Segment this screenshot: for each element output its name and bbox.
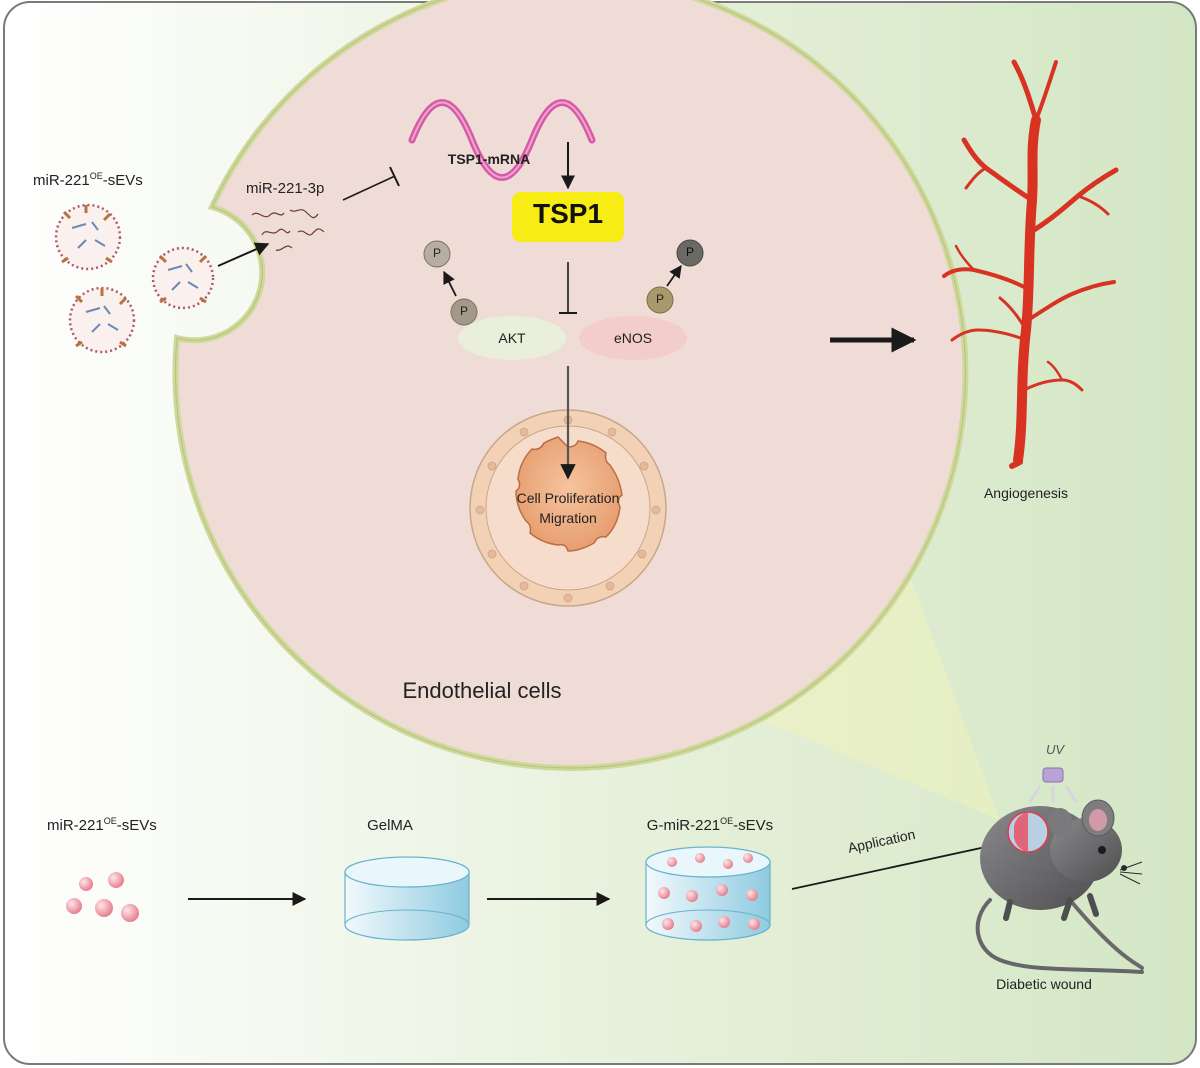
mirna-strands [251,209,325,251]
nucleus-label-line1: Cell Proliferation [516,490,620,506]
mirna-inhibit-bar [389,166,400,187]
mrna-label: TSP1-mRNA [447,151,531,167]
angiogenesis-label: Angiogenesis [983,485,1069,501]
phosphate-right-top [676,239,704,267]
diabetic-wound-label: Diabetic wound [996,976,1092,992]
sev-vesicle-1 [54,203,122,271]
mirna-inhibit-line [342,175,396,201]
endothelial-cells-label: Endothelial cells [402,678,562,703]
sev-vesicle-entering [151,246,215,310]
uv-lamp [1028,767,1078,803]
phospho-arrow-right [666,264,682,287]
phosphate-left-top-label: P [432,246,442,260]
g-sevs-label: G-miR-221OE-sEVs [646,816,774,835]
mouse [975,799,1144,974]
phosphate-left-bottom-label: P [459,304,469,318]
endothelial-cell [172,0,969,771]
phospho-arrow-left [443,270,457,297]
phosphate-right-top-label: P [685,245,695,259]
gelma-cylinder [344,856,470,941]
akt-oval [458,316,566,360]
g-sevs-cylinder [645,846,771,941]
sevs-bottom-label: miR-221OE-sEVs [47,816,157,835]
embedded-sevs [658,853,760,932]
phosphate-right-bottom-label: P [655,292,665,306]
application-arrow [791,836,1020,890]
mirna-label: miR-221-3p [246,180,325,197]
tsp1-label: TSP1 [532,198,604,229]
sevs-top-label: miR-221OE-sEVs [33,171,143,190]
blood-vessel [942,59,1119,469]
uptake-arrow [217,242,270,267]
tsp1-mrna-wave-highlight [411,101,593,179]
enos-oval [579,316,687,360]
nucleus [469,409,667,607]
sev-spheres [66,872,139,922]
enos-label: eNOS [613,330,653,346]
uv-label: UV [1046,742,1065,757]
gelma-label: GelMA [367,817,413,834]
tsp1-box [512,192,624,242]
phosphate-right-bottom [646,286,674,314]
phosphate-left-bottom [450,298,478,326]
sev-vesicles [54,203,215,354]
nucleus-label-line2: Migration [539,510,597,526]
phosphate-left-top [423,240,451,268]
sev-vesicle-2 [68,286,136,354]
endothelial-cell-inner-outline [174,0,967,769]
akt-label: AKT [498,330,526,346]
